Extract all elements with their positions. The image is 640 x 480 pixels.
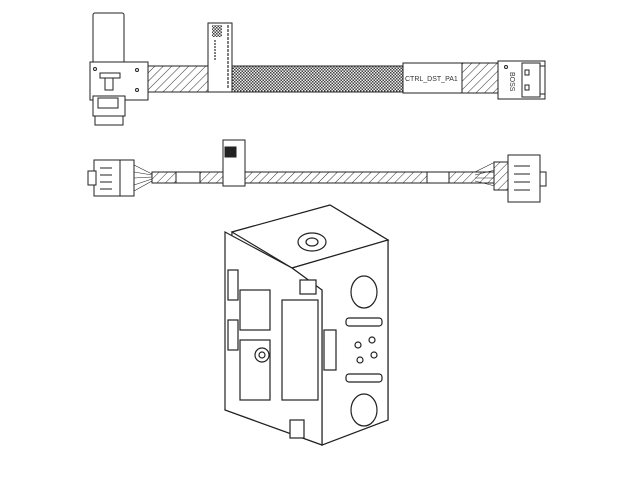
connector-label: BOSS <box>508 72 515 92</box>
top-cable: CTRL_DST_PA1 BOSS <box>89 12 546 126</box>
cable-label-small <box>426 171 450 184</box>
cable-label-sleeve <box>402 62 463 94</box>
qr-code-icon <box>224 146 237 158</box>
top-right-connector: BOSS <box>497 60 546 100</box>
bottom-cable <box>87 139 547 203</box>
cable-hatch-section <box>461 62 499 94</box>
cable-hatch-section <box>151 171 526 184</box>
qr-code-icon <box>212 25 222 37</box>
cable-label-small <box>175 171 201 184</box>
cable-braided-section <box>231 65 404 93</box>
bottom-right-connector <box>474 154 547 203</box>
cable-hatch-section <box>147 65 209 93</box>
top-left-connector <box>89 12 149 126</box>
bottom-left-connector <box>87 159 153 197</box>
cable-label: CTRL_DST_PA1 <box>405 76 458 83</box>
drive-bracket <box>224 204 390 446</box>
